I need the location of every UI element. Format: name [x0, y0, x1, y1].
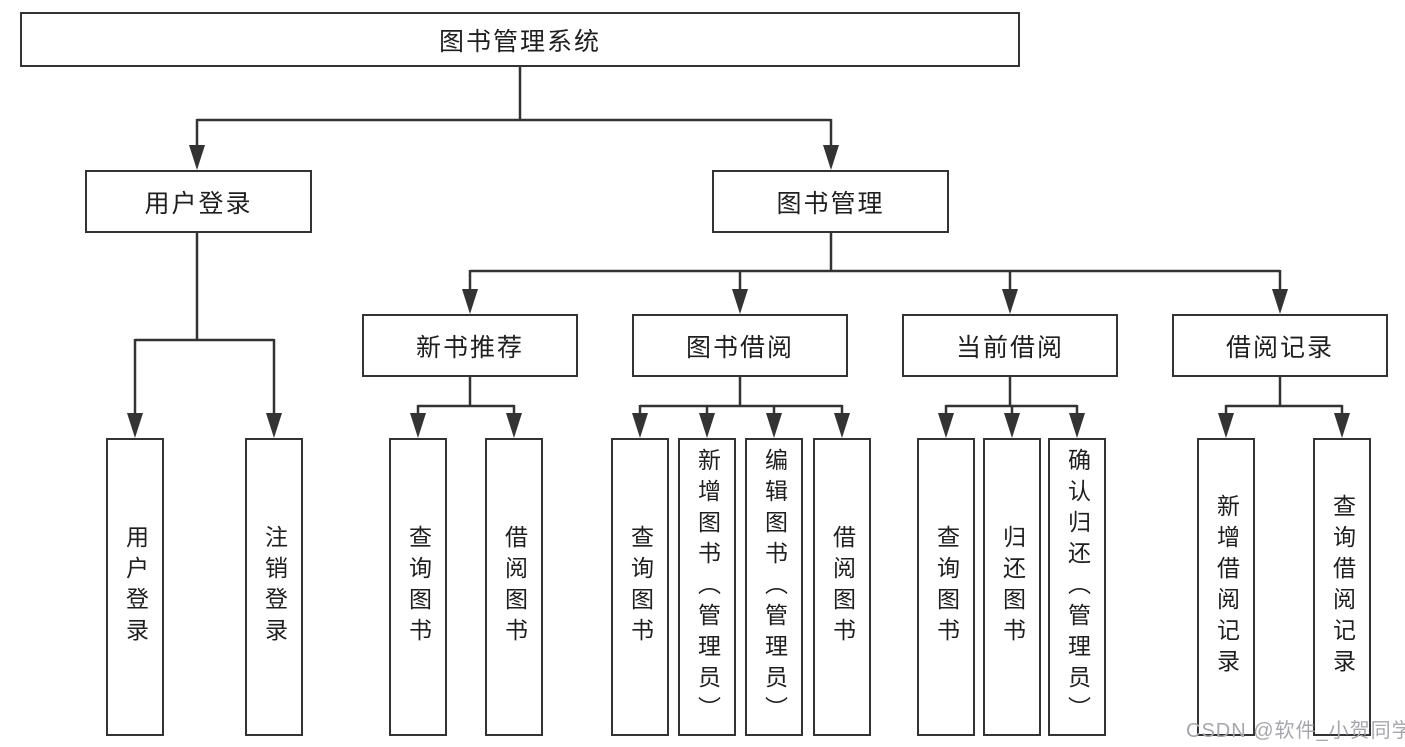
node-borrow-records: 借阅记录	[1172, 314, 1388, 377]
leaf-logout: 注销登录	[245, 438, 303, 736]
leaf-borrow-books-recommend: 借阅图书	[485, 438, 543, 736]
leaf-query-books-current: 查询图书	[917, 438, 975, 736]
leaf-borrow-books: 借阅图书	[813, 438, 871, 736]
node-new-book-recommend: 新书推荐	[362, 314, 578, 377]
leaf-edit-book-admin: 编辑图书（管理员）	[745, 438, 803, 736]
leaf-query-books-borrow: 查询图书	[611, 438, 669, 736]
node-current-borrow: 当前借阅	[902, 314, 1118, 377]
leaf-query-books-recommend: 查询图书	[389, 438, 447, 736]
leaf-user-login: 用户登录	[106, 438, 164, 736]
leaf-return-books: 归还图书	[983, 438, 1041, 736]
node-book-management: 图书管理	[712, 170, 949, 233]
leaf-query-borrow-record: 查询借阅记录	[1313, 438, 1371, 736]
csdn-watermark: CSDN @软件_小贺同学	[1186, 720, 1405, 742]
leaf-confirm-return-admin: 确认归还（管理员）	[1048, 438, 1106, 736]
node-user-login: 用户登录	[85, 170, 312, 233]
node-root-system: 图书管理系统	[20, 12, 1020, 67]
leaf-add-book-admin: 新增图书（管理员）	[678, 438, 736, 736]
node-book-borrow: 图书借阅	[632, 314, 848, 377]
leaf-add-borrow-record: 新增借阅记录	[1197, 438, 1255, 736]
